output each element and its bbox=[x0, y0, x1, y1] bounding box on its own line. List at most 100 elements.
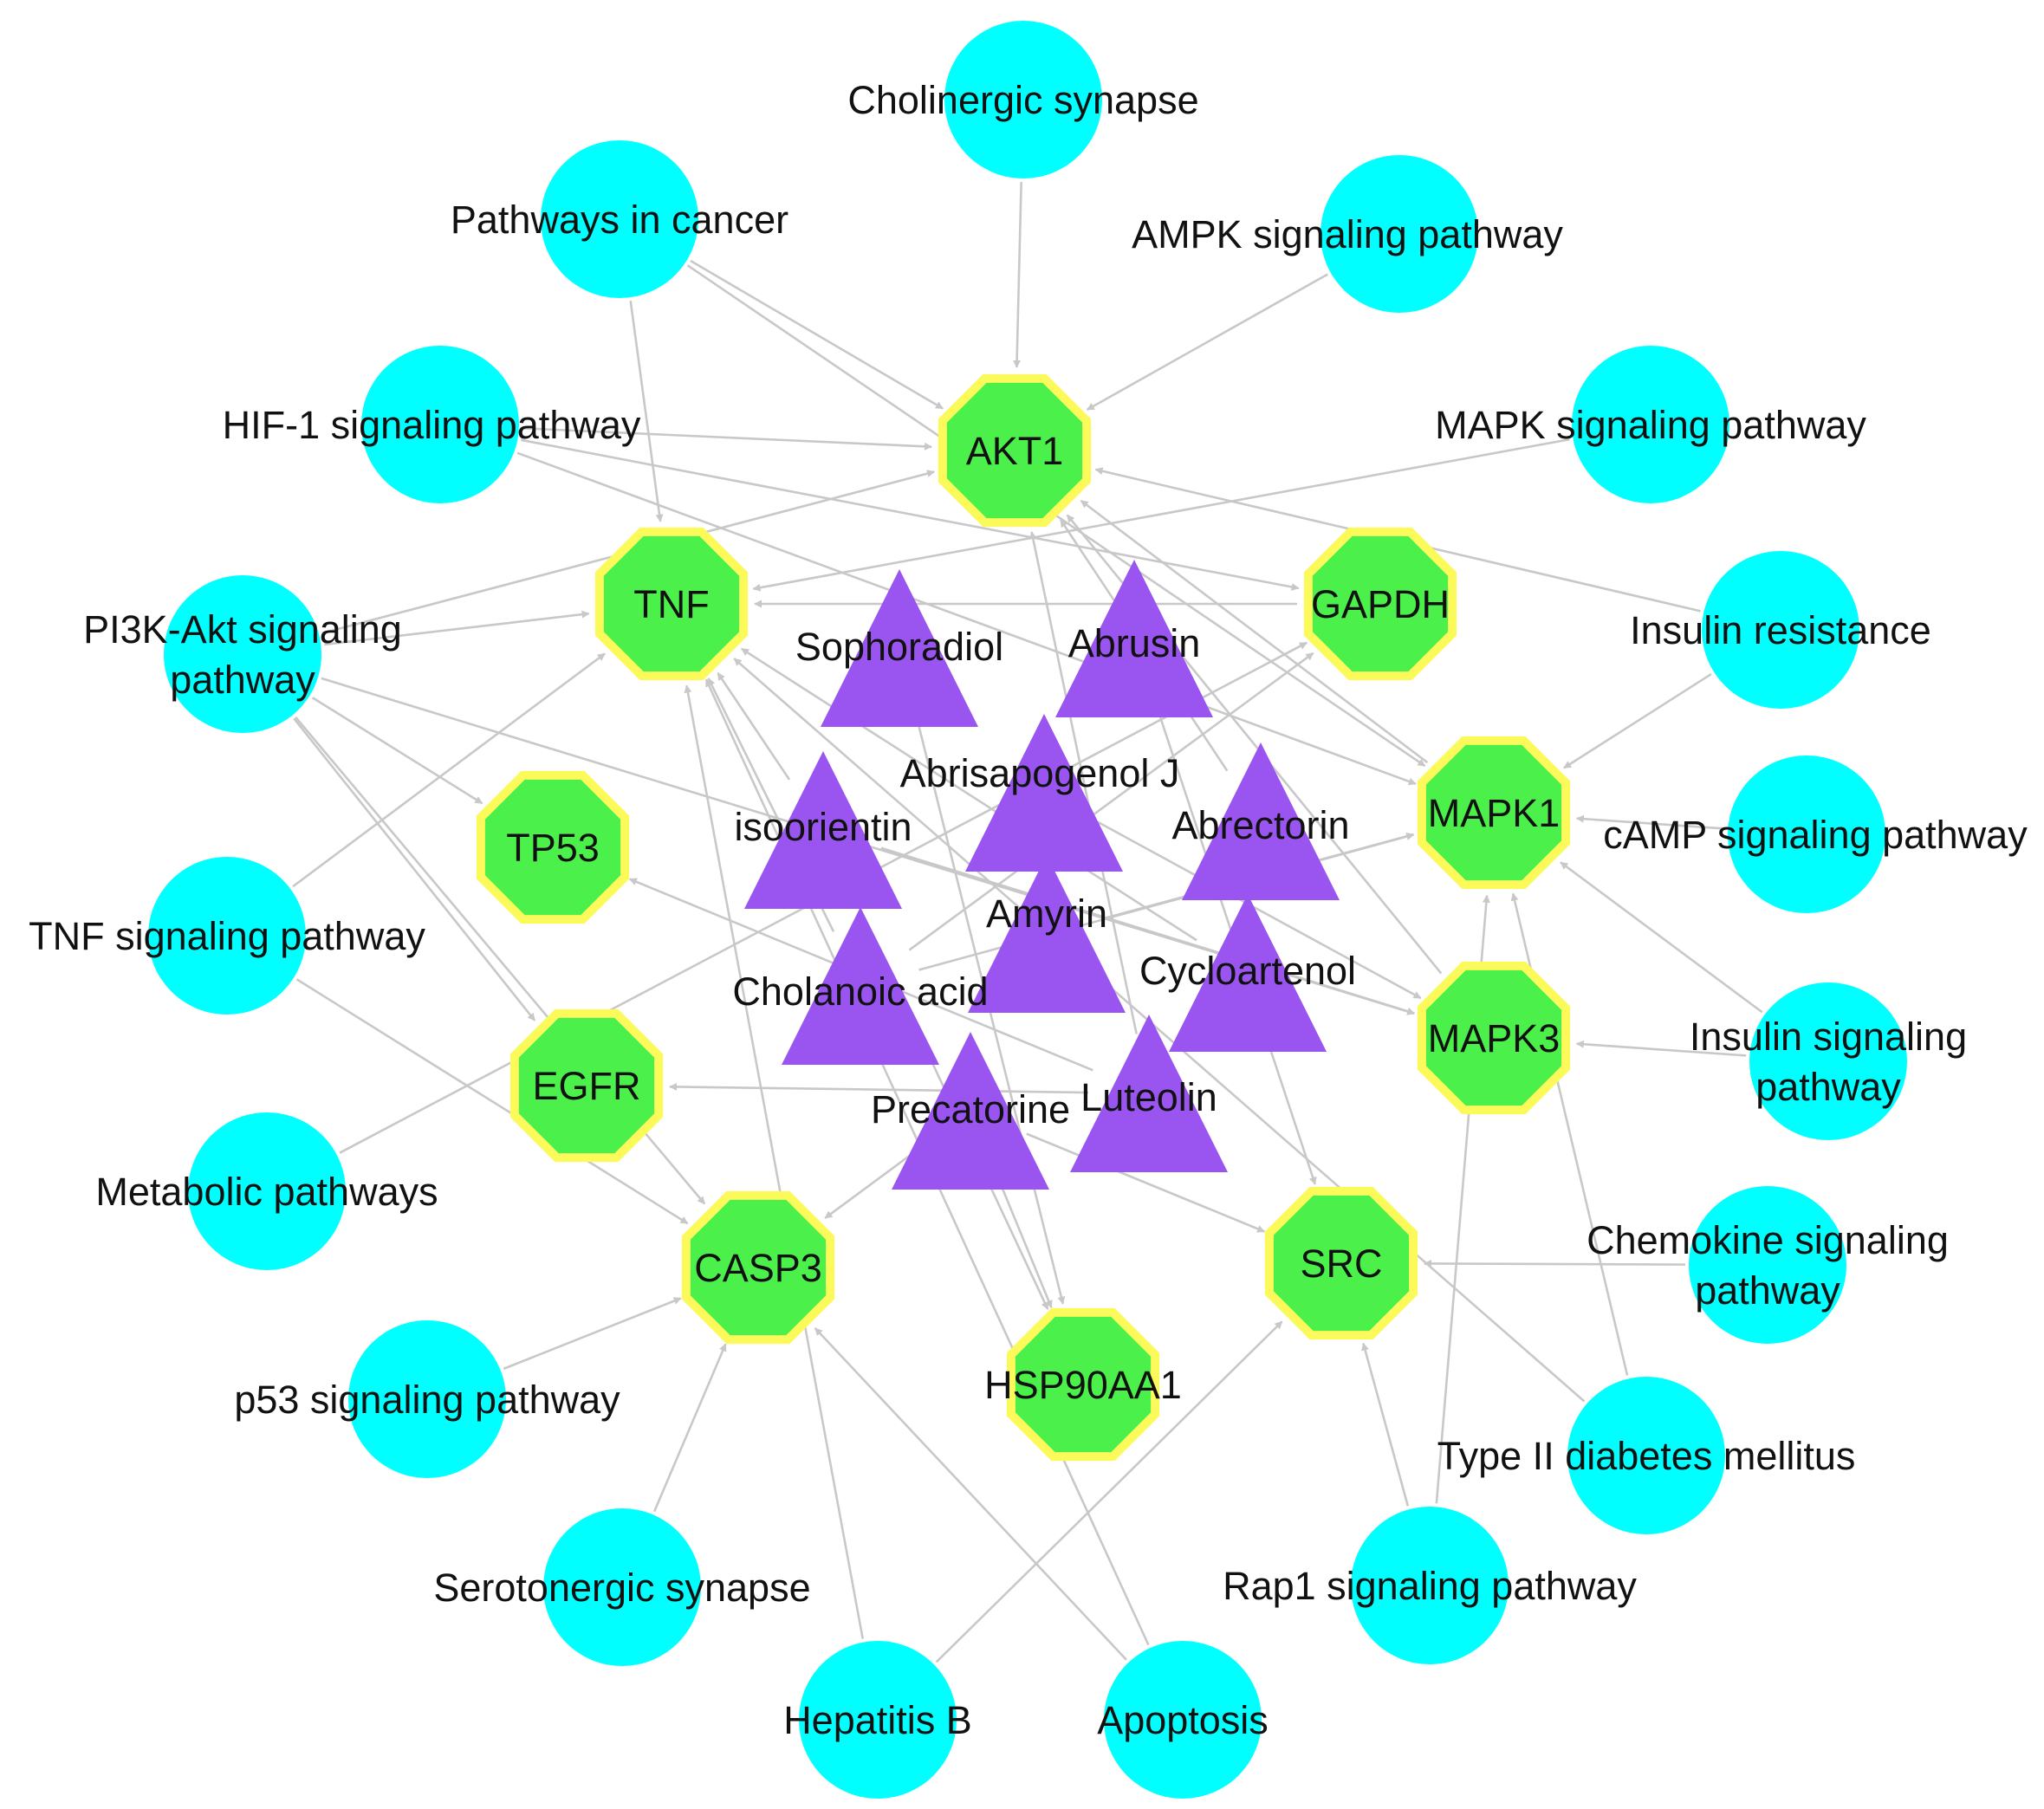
edge-p-p53-t-casp3 bbox=[503, 1297, 682, 1371]
pathway-label: AMPK signaling pathway bbox=[1132, 212, 1563, 256]
edge-t-mapk1-t-akt1 bbox=[1080, 499, 1429, 764]
pathway-label: HIF-1 signaling pathway bbox=[223, 403, 641, 447]
target-label: MAPK1 bbox=[1428, 791, 1561, 835]
pathway-label: PI3K-Akt signaling bbox=[83, 607, 402, 652]
edge-t-egfr-c-luteolin bbox=[669, 1082, 1089, 1094]
edge-p-cholinergic-t-akt1 bbox=[1013, 181, 1022, 368]
pathway-label: Serotonergic synapse bbox=[433, 1566, 810, 1610]
edge-p-t2d-t-tnf bbox=[733, 658, 1586, 1403]
edge-p-pi3k-t-tnf bbox=[324, 610, 590, 646]
pathway-label: Cholinergic synapse bbox=[847, 78, 1198, 122]
pathway-node-cancer[interactable] bbox=[541, 140, 698, 298]
pathway-node-hif1[interactable] bbox=[361, 346, 519, 503]
target-label: TP53 bbox=[506, 826, 600, 870]
target-label: HSP90AA1 bbox=[984, 1363, 1182, 1407]
pathway-label: Apoptosis bbox=[1097, 1698, 1269, 1742]
pathway-label: Chemokine signaling bbox=[1587, 1218, 1949, 1262]
compound-label: Amyrin bbox=[986, 892, 1107, 936]
target-node-src[interactable] bbox=[1264, 1186, 1418, 1340]
edge-p-insulin-res-t-mapk1 bbox=[1563, 672, 1712, 769]
edge-p-mapk-t-tnf bbox=[752, 438, 1570, 592]
pathway-node-hepb[interactable] bbox=[799, 1641, 957, 1799]
target-node-mapk1[interactable] bbox=[1417, 736, 1571, 890]
edge-p-insulin-sig-t-mapk1 bbox=[1560, 861, 1763, 1014]
compound-label: Precatorine bbox=[871, 1087, 1070, 1131]
target-label: GAPDH bbox=[1311, 582, 1450, 626]
compound-label: Sophoradiol bbox=[795, 625, 1003, 669]
edge-p-t2d-t-mapk1 bbox=[1510, 892, 1629, 1376]
compound-node-abrusin[interactable] bbox=[1055, 560, 1213, 717]
target-node-hsp90aa1[interactable] bbox=[1006, 1307, 1160, 1462]
pathway-node-insulin-sig[interactable] bbox=[1749, 982, 1907, 1140]
edge-p-hif1-t-mapk1 bbox=[516, 451, 1417, 786]
compound-node-amyrin[interactable] bbox=[968, 855, 1126, 1013]
target-label: SRC bbox=[1300, 1242, 1382, 1286]
edge-p-ampk-t-akt1 bbox=[1086, 273, 1328, 412]
nodes-layer bbox=[148, 21, 1907, 1799]
pathway-node-rap1[interactable] bbox=[1351, 1507, 1509, 1664]
edge-t-tnf-c-cycloartenol bbox=[741, 647, 1197, 942]
pathway-node-chemokine[interactable] bbox=[1689, 1186, 1846, 1344]
target-node-tp53[interactable] bbox=[476, 770, 630, 924]
target-label: CASP3 bbox=[694, 1246, 822, 1290]
compound-label: Abrisapogenol J bbox=[900, 751, 1180, 795]
edge-p-apoptosis-t-casp3 bbox=[814, 1327, 1127, 1661]
edge-p-insulin-sig-t-mapk3 bbox=[1575, 1040, 1747, 1057]
compound-label: Abrusin bbox=[1068, 621, 1201, 665]
target-node-mapk3[interactable] bbox=[1417, 961, 1571, 1115]
edge-p-tnf-t-tnf bbox=[292, 652, 606, 888]
edge-p-tnf-t-casp3 bbox=[295, 978, 689, 1225]
pathway-label: pathway bbox=[1695, 1268, 1840, 1313]
target-node-tnf[interactable] bbox=[594, 527, 749, 681]
edge-t-mapk3-c-isoorientin bbox=[880, 846, 1416, 1015]
pathway-label: Insulin resistance bbox=[1630, 608, 1931, 652]
pathway-label: cAMP signaling pathway bbox=[1603, 813, 2028, 857]
edge-t-akt1-c-luteolin bbox=[1028, 531, 1138, 1034]
pathway-node-metabolic[interactable] bbox=[188, 1112, 346, 1270]
edge-p-pi3k-t-egfr bbox=[293, 717, 536, 1021]
compound-node-abrisapogenol[interactable] bbox=[965, 714, 1123, 872]
edge-p-pi3k-t-tp53 bbox=[311, 697, 483, 805]
compound-node-sophoradiol[interactable] bbox=[821, 569, 978, 727]
edge-t-src-c-precatorine bbox=[1026, 1132, 1266, 1233]
pathway-node-mapk[interactable] bbox=[1572, 346, 1729, 503]
pathway-node-serotonergic[interactable] bbox=[543, 1508, 701, 1666]
compound-label: Cycloartenol bbox=[1139, 949, 1356, 993]
pathway-node-tnf[interactable] bbox=[148, 857, 306, 1015]
compound-node-precatorine[interactable] bbox=[892, 1032, 1049, 1190]
pathway-node-ampk[interactable] bbox=[1320, 155, 1478, 313]
compound-label: Cholanoic acid bbox=[732, 969, 988, 1014]
edge-t-mapk3-c-abrisapogenol bbox=[1096, 820, 1422, 1000]
edge-t-tnf-c-isoorientin bbox=[717, 671, 791, 781]
edge-p-serotonergic-t-casp3 bbox=[652, 1343, 727, 1513]
pathway-label: pathway bbox=[170, 658, 315, 702]
compound-label: Luteolin bbox=[1080, 1075, 1217, 1119]
edge-p-cancer-t-akt1 bbox=[690, 259, 944, 410]
target-node-gapdh[interactable] bbox=[1303, 527, 1457, 681]
compound-node-isoorientin[interactable] bbox=[744, 751, 902, 909]
pathway-node-cholinergic[interactable] bbox=[944, 21, 1102, 178]
compound-label: Abrectorin bbox=[1171, 803, 1349, 847]
edge-t-hsp90aa1-c-precatorine bbox=[992, 1166, 1053, 1309]
pathway-node-insulin-res[interactable] bbox=[1702, 551, 1859, 709]
compound-node-cycloartenol[interactable] bbox=[1169, 894, 1327, 1052]
pathway-node-camp[interactable] bbox=[1728, 755, 1885, 913]
pathway-label: TNF signaling pathway bbox=[29, 914, 425, 958]
pathway-node-p53[interactable] bbox=[348, 1320, 506, 1478]
target-node-egfr[interactable] bbox=[509, 1008, 664, 1163]
pathway-node-pi3k[interactable] bbox=[164, 575, 321, 733]
edge-p-rap1-t-src bbox=[1361, 1342, 1410, 1507]
compound-node-luteolin[interactable] bbox=[1070, 1015, 1228, 1172]
compound-node-cholanoic[interactable] bbox=[782, 907, 939, 1065]
edge-p-cancer-t-tnf bbox=[629, 300, 664, 522]
pathway-label: Metabolic pathways bbox=[95, 1170, 438, 1214]
target-node-casp3[interactable] bbox=[681, 1190, 835, 1345]
compound-node-abrectorin[interactable] bbox=[1182, 742, 1340, 900]
pathway-label: Hepatitis B bbox=[783, 1698, 972, 1742]
edge-p-hif1-t-akt1 bbox=[522, 426, 932, 451]
pathway-node-t2d[interactable] bbox=[1567, 1377, 1725, 1534]
edge-p-camp-t-mapk1 bbox=[1575, 814, 1725, 830]
pathway-node-apoptosis[interactable] bbox=[1104, 1641, 1262, 1799]
target-node-akt1[interactable] bbox=[938, 373, 1092, 528]
